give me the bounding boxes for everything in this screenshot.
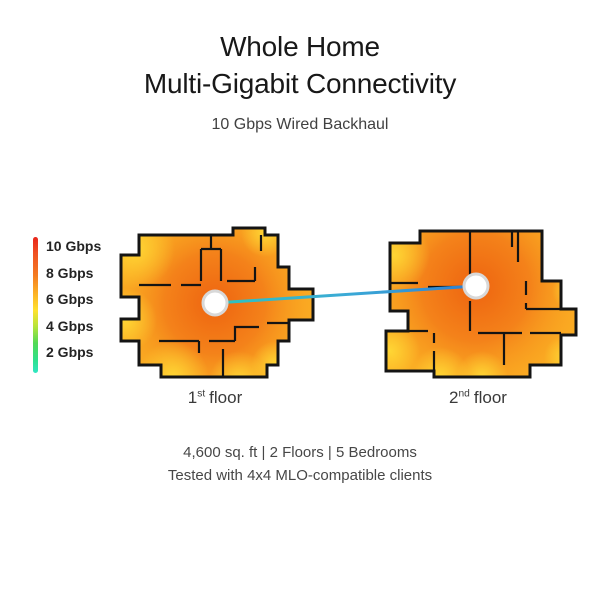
floor2-word: floor [473,388,507,407]
legend-item-2gbps: 2 Gbps [46,344,94,360]
legend-item-6gbps: 6 Gbps [46,291,94,307]
floor1-word: floor [209,388,243,407]
floor1-ordinal: st [197,388,206,400]
home-specs-text: 4,600 sq. ft | 2 Floors | 5 Bedrooms [183,444,417,461]
page-title-line-2: Multi-Gigabit Connectivity [143,68,457,99]
floor1-interior-walls [139,235,289,377]
floor2-ordinal: nd [458,388,470,400]
floor2-interior-walls [390,231,561,371]
page-title-line-1: Whole Home [220,31,380,62]
floor2-number: 2 [449,388,459,407]
floor-plan-1st-floor-heatmap [119,226,315,379]
speed-legend-gradient-bar [33,237,38,373]
legend-item-8gbps: 8 Gbps [46,264,94,281]
legend-item-4gbps: 4 Gbps [46,317,94,334]
header: Whole Home Multi-Gigabit Connectivity 10… [0,28,600,134]
floor-plan-2nd-floor-heatmap [384,229,578,379]
floor1-outer-walls [119,226,315,379]
subtitle-backhaul: 10 Gbps Wired Backhaul [211,116,389,133]
speed-legend: 10 Gbps 8 Gbps 6 Gbps 4 Gbps 2 Gbps [46,238,101,360]
floor1-number: 1 [187,388,198,407]
floor2-outer-walls [384,229,578,379]
test-conditions-text: Tested with 4x4 MLO-compatible clients [167,467,433,484]
footer-specs: 4,600 sq. ft | 2 Floors | 5 Bedrooms Tes… [0,441,600,487]
legend-item-10gbps: 10 Gbps [46,238,102,254]
